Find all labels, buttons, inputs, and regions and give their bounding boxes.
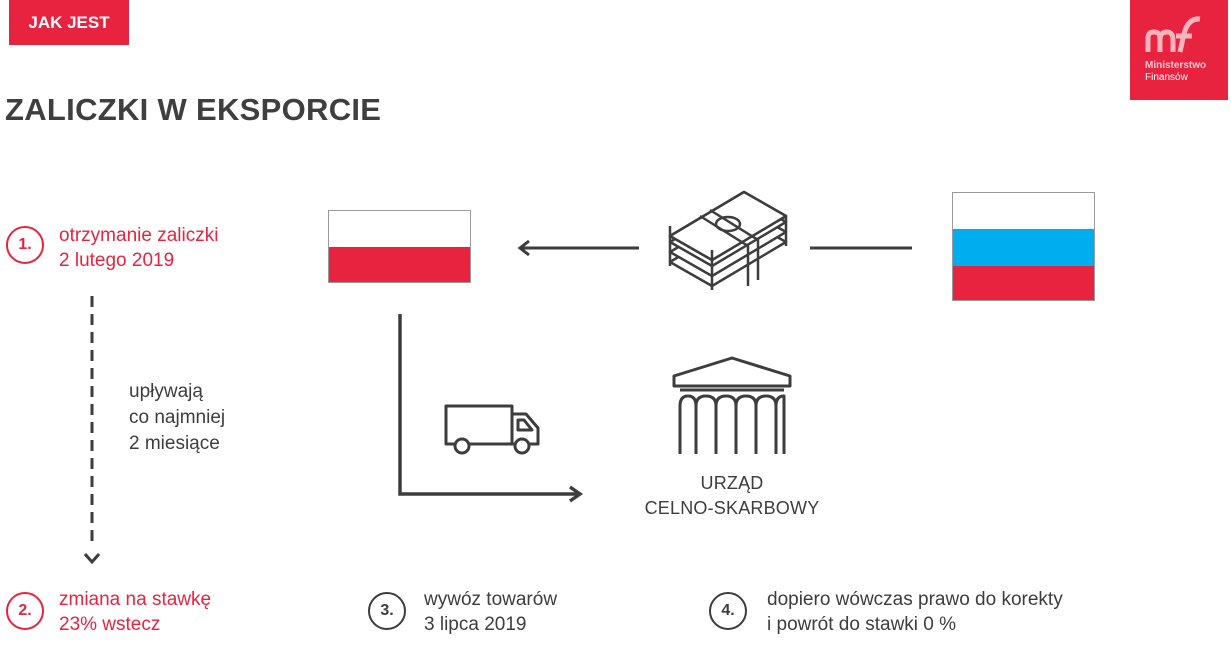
payment-line-right [810,246,912,250]
poland-flag-red [329,247,470,282]
russia-flag [952,192,1095,301]
timeline-dashed-arrow [83,296,101,565]
russia-flag-white [953,193,1094,229]
step-2-badge: 2. [6,592,44,630]
step-4-text: dopiero wówczas prawo do korekty i powró… [767,587,1063,637]
russia-flag-red [953,266,1094,300]
russia-flag-blue [953,229,1094,266]
step-4-badge: 4. [709,592,747,630]
step-4-line-1: dopiero wówczas prawo do korekty [767,589,1063,610]
customs-building-icon [672,356,792,454]
interval-line-1: upływają [129,381,203,402]
step-4-line-2: i powrót do stawki 0 % [767,614,957,635]
step-3-text: wywóz towarów 3 lipca 2019 [424,587,557,637]
customs-office-line-1: URZĄD [700,473,764,493]
payment-arrow-left [517,239,639,257]
step-3-line-1: wywóz towarów [424,589,558,610]
step-1-text: otrzymanie zaliczki 2 lutego 2019 [59,223,218,273]
logo-text: Ministerstwo Finansów [1145,60,1206,84]
customs-office-label: URZĄD CELNO-SKARBOWY [620,471,844,521]
mf-logo-icon [1145,16,1201,53]
money-stack-icon [668,190,788,290]
step-3-line-2: 3 lipca 2019 [424,614,527,635]
interval-line-2: co najmniej [129,407,226,428]
step-2-line-2: 23% wstecz [59,614,161,635]
logo-line-2: Finansów [1145,72,1188,83]
export-route-arrow [398,314,584,503]
step-3-badge: 3. [368,592,406,630]
logo-line-1: Ministerstwo [1145,60,1207,71]
section-tag: JAK JEST [9,0,129,45]
step-2-text: zmiana na stawkę 23% wstecz [59,587,211,637]
poland-flag [328,210,471,283]
truck-icon [444,404,540,455]
page-title: ZALICZKI W EKSPORCIE [5,92,382,127]
interval-text: upływają co najmniej 2 miesiące [129,379,225,457]
interval-line-3: 2 miesiące [129,433,220,454]
ministry-logo: Ministerstwo Finansów [1130,0,1228,100]
step-1-line-1: otrzymanie zaliczki [59,225,219,246]
step-1-line-2: 2 lutego 2019 [59,250,175,271]
poland-flag-white [329,211,470,247]
step-1-badge: 1. [6,226,44,264]
customs-office-line-2: CELNO-SKARBOWY [644,498,820,518]
step-2-line-1: zmiana na stawkę [59,589,212,610]
